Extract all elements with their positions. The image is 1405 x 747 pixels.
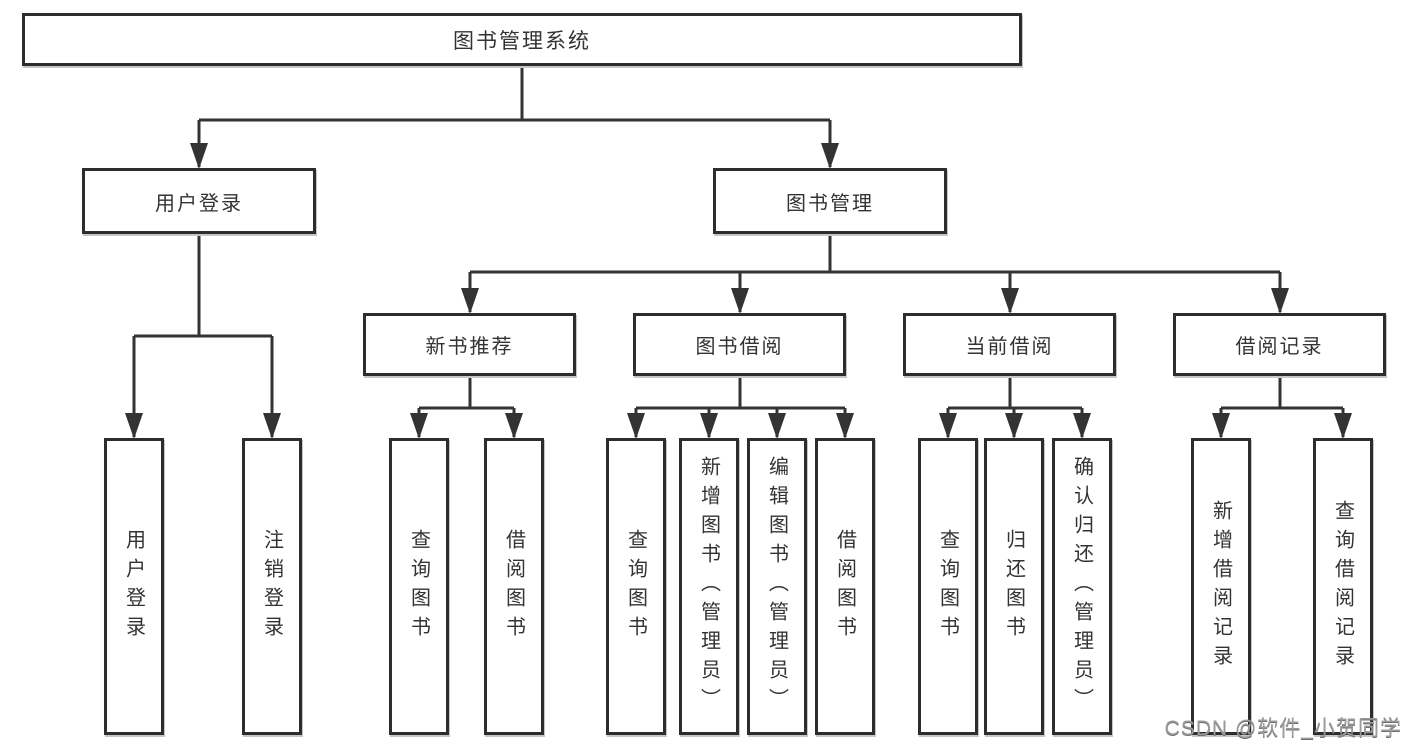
- connector-records-split: [1221, 376, 1343, 410]
- leaf-current-query-books: 查询图书: [918, 438, 978, 735]
- leaf-borrow-borrow-books: 借阅图书: [815, 438, 875, 735]
- leaf-current-confirm-return-admin-label: 确认归还（管理员）: [1070, 456, 1093, 717]
- leaf-recommend-query-books: 查询图书: [389, 438, 449, 735]
- leaf-user-login-label: 用户登录: [122, 528, 145, 645]
- leaf-current-return-books-label: 归还图书: [1002, 528, 1025, 645]
- connector-book-mgmt-split: [470, 234, 1280, 274]
- leaf-current-query-books-label: 查询图书: [936, 528, 959, 645]
- node-current-borrow: 当前借阅: [903, 313, 1116, 376]
- leaf-recommend-query-books-label: 查询图书: [407, 528, 430, 645]
- leaf-borrow-add-books-admin: 新增图书（管理员）: [679, 438, 739, 735]
- leaf-logout: 注销登录: [242, 438, 302, 735]
- leaf-borrow-edit-books-admin: 编辑图书（管理员）: [747, 438, 807, 735]
- connector-current-split: [948, 376, 1082, 410]
- leaf-borrow-query-books: 查询图书: [606, 438, 666, 735]
- leaf-records-query-record-label: 查询借阅记录: [1331, 499, 1354, 674]
- connector-root-split: [199, 66, 830, 122]
- connector-recommend-split: [419, 376, 514, 410]
- node-root: 图书管理系统: [22, 13, 1022, 66]
- connector-user-login-split: [134, 234, 272, 338]
- node-book-mgmt: 图书管理: [713, 168, 947, 234]
- leaf-borrow-add-books-admin-label: 新增图书（管理员）: [697, 456, 720, 717]
- leaf-recommend-borrow-books-label: 借阅图书: [502, 528, 525, 645]
- leaf-records-add-record: 新增借阅记录: [1191, 438, 1251, 735]
- leaf-recommend-borrow-books: 借阅图书: [484, 438, 544, 735]
- leaf-records-add-record-label: 新增借阅记录: [1209, 499, 1232, 674]
- leaf-current-return-books: 归还图书: [984, 438, 1044, 735]
- node-new-book-recommend: 新书推荐: [363, 313, 576, 376]
- leaf-records-query-record: 查询借阅记录: [1313, 438, 1373, 735]
- node-book-borrow: 图书借阅: [633, 313, 846, 376]
- leaf-borrow-edit-books-admin-label: 编辑图书（管理员）: [765, 456, 788, 717]
- node-borrow-records: 借阅记录: [1173, 313, 1386, 376]
- csdn-watermark: CSDN @软件_小贺同学: [1164, 717, 1402, 740]
- leaf-user-login: 用户登录: [104, 438, 164, 735]
- leaf-borrow-query-books-label: 查询图书: [624, 528, 647, 645]
- leaf-current-confirm-return-admin: 确认归还（管理员）: [1052, 438, 1112, 735]
- leaf-logout-label: 注销登录: [260, 528, 283, 645]
- leaf-borrow-borrow-books-label: 借阅图书: [833, 528, 856, 645]
- connector-borrow-split: [636, 376, 845, 410]
- node-user-login: 用户登录: [82, 168, 316, 234]
